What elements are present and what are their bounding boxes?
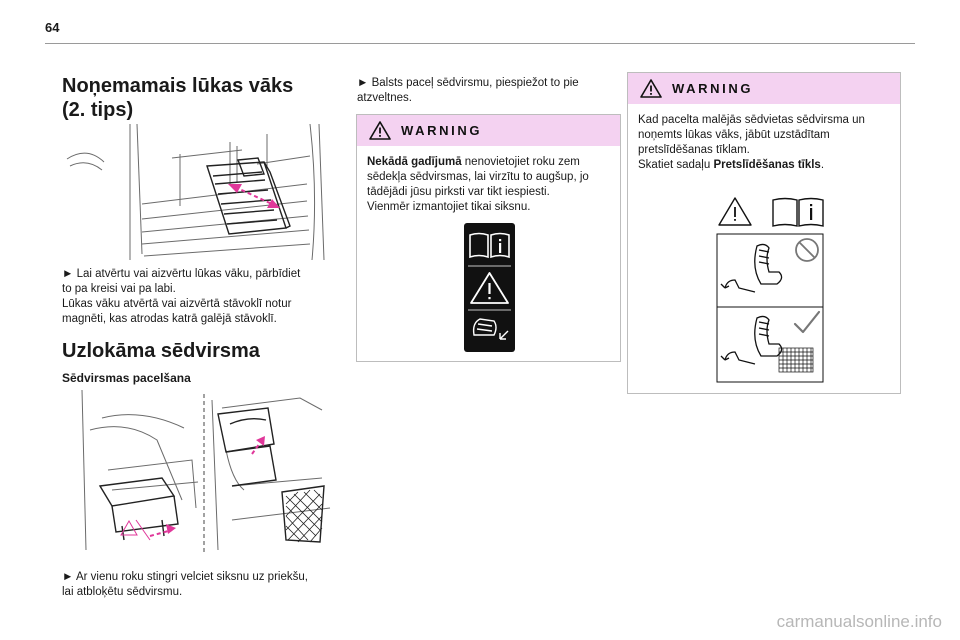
page-number: 64 <box>45 20 60 35</box>
hatch-cover-illustration <box>62 124 337 264</box>
section-title-folding-seat: Uzlokāma sēdvirsma <box>62 340 260 362</box>
warning-triangle-icon <box>369 121 391 140</box>
warning-title: WARNING <box>401 123 483 138</box>
seat-support-instruction: ► Balsts paceļ sēdvirsmu, piespiežot to … <box>357 77 579 104</box>
warning-text: Kad pacelta malējās sēdvietas sēdvirsma … <box>638 114 865 171</box>
seat-raising-illustration <box>72 390 336 558</box>
warning-header: WARNING <box>357 115 620 146</box>
section-title-hatch-cover: Noņemamais lūkas vāks (2. tips) <box>62 75 294 121</box>
warning-title: WARNING <box>672 81 754 96</box>
anti-slip-net-pictogram <box>715 188 825 384</box>
warning-box-seat: WARNING Nekādā gadījumā nenovietojiet ro… <box>356 114 621 362</box>
prohibited-icon <box>795 238 819 262</box>
header-divider <box>45 43 915 44</box>
subheading-raising-seat: Sēdvirsmas pacelšana <box>62 371 191 385</box>
warning-box-net: WARNING Kad pacelta malējās sēdvietas sē… <box>627 72 901 394</box>
watermark: carmanualsonline.info <box>776 612 942 631</box>
warning-text: Nekādā gadījumā nenovietojiet roku zem s… <box>367 156 589 213</box>
warning-triangle-icon <box>470 272 509 304</box>
checkmark-icon <box>793 310 821 334</box>
manual-book-icon <box>469 232 510 259</box>
warning-header: WARNING <box>628 73 900 104</box>
hatch-cover-instruction: ► Lai atvērtu vai aizvērtu lūkas vāku, p… <box>62 268 301 325</box>
warning-triangle-icon <box>640 79 662 98</box>
hand-pinch-icon <box>472 318 509 340</box>
seat-raising-instruction: ► Ar vienu roku stingri velciet siksnu u… <box>62 571 308 598</box>
warning-pictogram-stack <box>464 223 515 352</box>
manual-book-icon <box>772 197 824 227</box>
warning-triangle-icon <box>718 197 752 226</box>
